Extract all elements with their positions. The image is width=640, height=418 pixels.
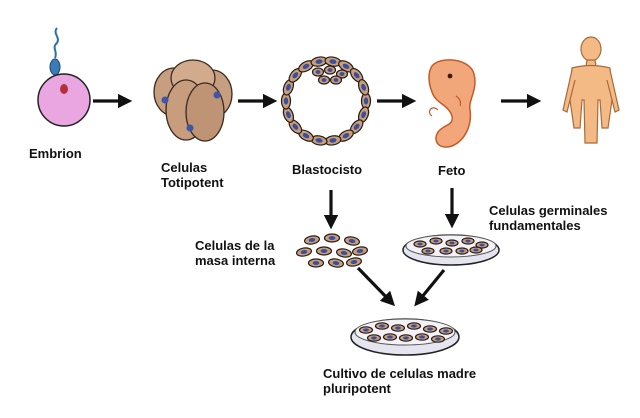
culture-cell [390, 324, 406, 332]
arrow-inner-mass-to-culture [356, 266, 396, 307]
culture-cell [382, 333, 398, 341]
culture-cell [358, 326, 374, 334]
culture-cell [438, 327, 454, 335]
label-blastocyst-text: Blastocisto [292, 162, 363, 177]
fetus-illustration [428, 59, 476, 148]
culture-cell [366, 334, 382, 342]
embryo-illustration [37, 27, 91, 127]
germinal-cell [461, 237, 475, 245]
inner-mass-cell [343, 236, 361, 246]
blastocyst-ring-cell [357, 79, 370, 96]
label-culture-line2: pluripotent [323, 381, 391, 396]
label-inner-mass-line2: masa interna [195, 253, 276, 268]
blastocyst-inner-cell [323, 65, 337, 75]
germinal-cell [439, 247, 453, 255]
blastocyst-ring-cell [310, 56, 328, 67]
germinal-cell [445, 239, 459, 247]
label-embryo-text: Embrion [29, 146, 82, 161]
blastocyst-ring-cell [338, 129, 354, 142]
blastocyst-ring-cell [298, 129, 314, 142]
germinal-cell [475, 241, 489, 249]
germinal-cell [429, 237, 443, 245]
blastocyst-ring-cell [357, 106, 370, 123]
label-embryo: Embrion [29, 146, 82, 161]
label-inner-mass: Celulas de la masa interna [195, 238, 275, 268]
label-fetus-text: Feto [438, 163, 466, 178]
inner-mass-cell [327, 258, 345, 268]
blastocyst-inner-cell [317, 75, 331, 85]
blastocyst-ring-cell [324, 135, 342, 146]
label-totipotent: Celulas Totipotent [161, 160, 224, 190]
pluripotent-culture-dish [350, 318, 460, 356]
culture-cell [422, 325, 438, 333]
blastocyst-inner-cell [311, 67, 325, 77]
germinal-cell [469, 246, 483, 254]
blastocyst-ring-cell [338, 60, 354, 73]
inner-mass-cell [345, 257, 363, 267]
arrow-germinal-to-culture [414, 268, 446, 307]
inner-mass-cell [335, 248, 353, 258]
label-germinal-line1: Celulas germinales [489, 203, 608, 218]
label-germinal-line2: fundamentales [489, 218, 581, 233]
blastocyst-inner-cell [335, 69, 349, 79]
label-totipotent-line1: Celulas [161, 160, 208, 175]
culture-cell [430, 335, 446, 343]
blastocyst-ring-cell [280, 92, 292, 110]
blastocyst-ring-cell [288, 119, 303, 135]
inner-mass-cell [315, 246, 333, 256]
culture-cell [374, 322, 390, 330]
inner-mass-cell [323, 233, 341, 243]
inner-mass-cells-illustration [295, 233, 369, 268]
label-culture: Cultivo de celulas madre pluripotent [323, 366, 476, 396]
germinal-cell [421, 247, 435, 255]
germinal-cells-dish [402, 234, 500, 266]
label-culture-line1: Cultivo de celulas madre [323, 366, 477, 381]
blastocyst-ring-cell [288, 67, 303, 83]
culture-cell [398, 334, 414, 342]
label-germinal: Celulas germinales fundamentales [489, 203, 608, 233]
label-inner-mass-line1: Celulas de la [195, 238, 275, 253]
inner-mass-cell [295, 247, 313, 257]
label-totipotent-line2: Totipotent [161, 175, 224, 190]
inner-mass-cell [351, 246, 369, 256]
germinal-cell [413, 240, 427, 248]
label-fetus: Feto [438, 163, 465, 178]
blastocyst-illustration [280, 56, 372, 146]
blastocyst-inner-cell [329, 75, 343, 85]
inner-mass-cell [303, 235, 321, 245]
blastocyst-ring-cell [282, 79, 295, 96]
germinal-cell [455, 247, 469, 255]
totipotent-cells-illustration [153, 59, 233, 142]
adult-human-illustration [562, 36, 620, 144]
culture-cell [414, 333, 430, 341]
culture-cell [406, 322, 422, 330]
inner-mass-cell [307, 258, 325, 268]
label-blastocyst: Blastocisto [292, 162, 362, 177]
